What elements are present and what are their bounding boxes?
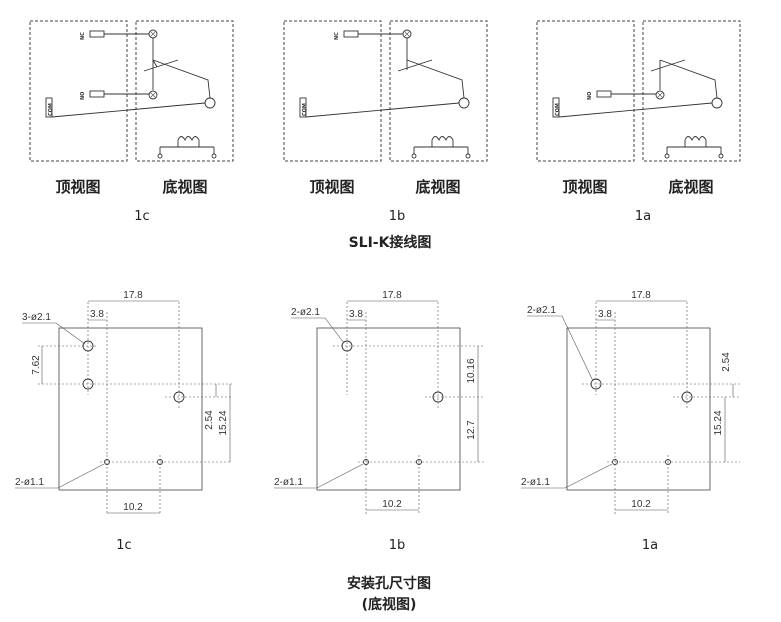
pin-label-nc: NC	[80, 32, 86, 40]
wiring-panel-1c: NC NO COM 顶视图 底视图 1c	[29, 20, 234, 224]
mounting-panel-1a: 17.8 3.8 2-ø2.1 2.54 15.24 2-ø1.1 10.2 1…	[521, 290, 740, 553]
mounting-panel-1b: 17.8 3.8 2-ø2.1 10.16 12.7 2-ø1.1 10.2 1…	[274, 290, 485, 553]
dim-right-bottom: 12.7	[466, 420, 477, 440]
com-terminal	[204, 97, 216, 109]
dim-offset: 3.8	[90, 309, 104, 320]
bottom-view-label: 底视图	[668, 178, 713, 196]
dim-big-hole: 2-ø2.1	[291, 307, 320, 318]
coil-icon	[411, 136, 471, 159]
bottom-view-frame	[642, 20, 741, 162]
bottom-view-frame	[389, 20, 488, 162]
dim-big-hole: 2-ø2.1	[527, 305, 556, 316]
top-view-label: 顶视图	[562, 178, 607, 196]
dim-width: 17.8	[631, 290, 651, 301]
bottom-view-label: 底视图	[162, 178, 207, 196]
wiring-panel-1b: NC COM 顶视图 底视图 1b	[283, 20, 488, 224]
coil-icon	[157, 136, 217, 159]
top-view-frame	[283, 20, 382, 162]
variant-label: 1a	[635, 209, 651, 224]
com-terminal	[711, 97, 723, 109]
top-view-label: 顶视图	[55, 178, 100, 196]
mounting-panel-1c: 17.8 3.8 3-ø2.1 7.62 2.54 15.24 2-ø1.1 1…	[15, 290, 232, 553]
dim-left-vertical: 7.62	[31, 355, 42, 375]
variant-label: 1b	[389, 538, 406, 553]
bottom-view-label: 底视图	[415, 178, 460, 196]
pin-label-nc: NC	[334, 32, 340, 40]
relay-outline	[58, 327, 203, 491]
variant-label: 1c	[116, 538, 131, 553]
dim-bottom: 10.2	[123, 502, 143, 513]
dim-offset: 3.8	[349, 309, 363, 320]
dim-bottom: 10.2	[631, 499, 651, 510]
top-view-label: 顶视图	[309, 178, 354, 196]
pin-label-com: COM	[48, 103, 54, 116]
pin-label-com: COM	[555, 103, 561, 116]
dim-offset: 3.8	[598, 309, 612, 320]
variant-label: 1c	[134, 209, 149, 224]
dim-big-hole: 3-ø2.1	[22, 312, 51, 323]
variant-label: 1a	[642, 538, 658, 553]
relay-outline	[566, 327, 711, 491]
bottom-view-frame	[135, 20, 234, 162]
pin-label-com: COM	[302, 103, 308, 116]
pin-label-no: NO	[80, 92, 86, 100]
dim-width: 17.8	[123, 290, 143, 301]
mounting-subtitle: (底视图)	[362, 596, 417, 613]
wiring-panel-1a: NO COM 顶视图 底视图 1a	[536, 20, 741, 224]
top-view-frame	[29, 20, 128, 162]
dim-right-small: 2.54	[721, 352, 732, 372]
pin-label-no: NO	[587, 92, 593, 100]
dim-right-small: 2.54	[204, 410, 215, 430]
relay-outline	[316, 327, 461, 491]
dim-right-total: 15.24	[218, 410, 229, 435]
dim-small-hole: 2-ø1.1	[15, 477, 44, 488]
dim-small-hole: 2-ø1.1	[274, 477, 303, 488]
wiring-title: SLI-K接线图	[349, 234, 432, 251]
dim-small-hole: 2-ø1.1	[521, 477, 550, 488]
com-terminal	[458, 97, 470, 109]
dim-bottom: 10.2	[382, 499, 402, 510]
top-view-frame	[536, 20, 635, 162]
variant-label: 1b	[389, 209, 406, 224]
coil-icon	[664, 136, 724, 159]
dim-right-total: 15.24	[713, 410, 724, 435]
dim-width: 17.8	[382, 290, 402, 301]
mounting-title: 安装孔尺寸图	[347, 575, 431, 592]
dim-right-top: 10.16	[466, 358, 477, 383]
